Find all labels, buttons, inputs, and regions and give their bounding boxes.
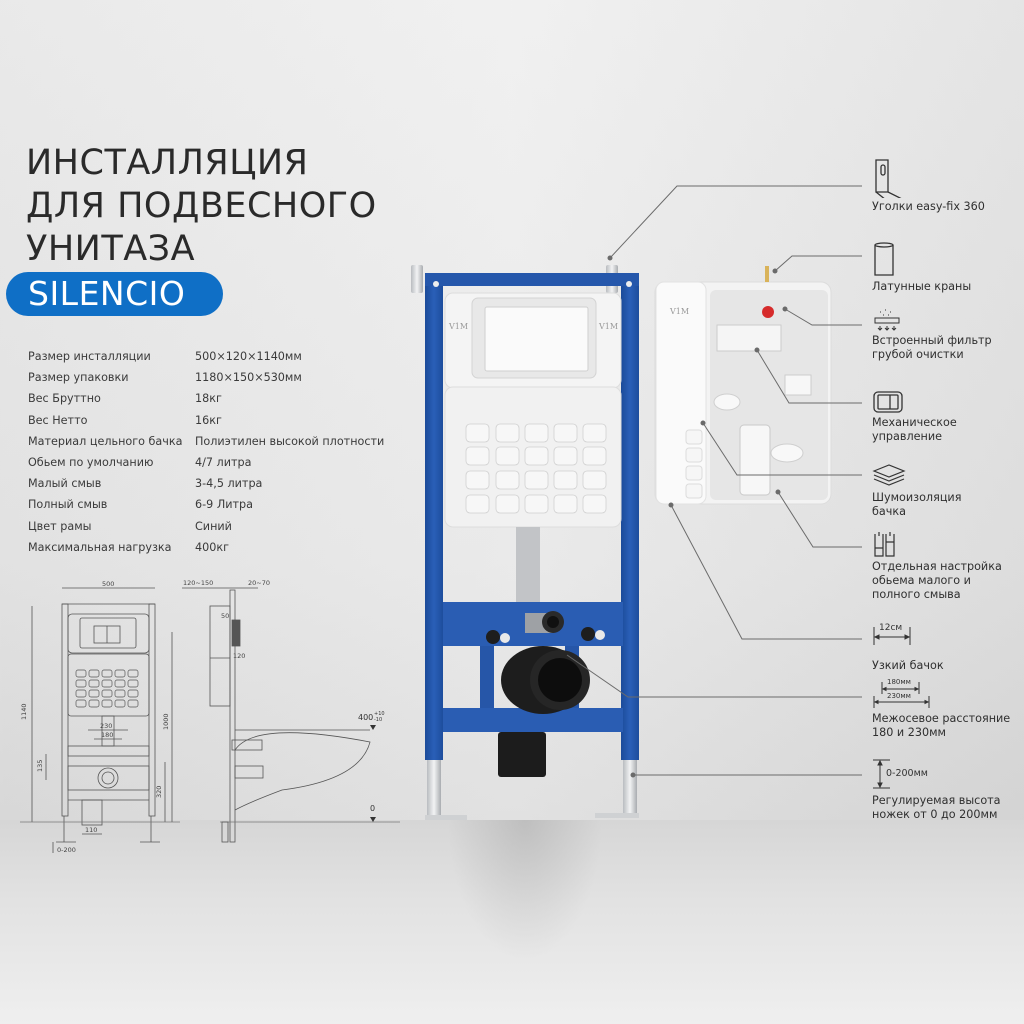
feature-narrow-tank: 12см Узкий бачок [872, 621, 1024, 673]
dim-width: 500 [102, 580, 114, 588]
title-line-1: ИНСТАЛЛЯЦИЯ [26, 143, 309, 183]
front-view: 500 1140 1000 320 135 230 [20, 580, 180, 854]
spec-value: 6-9 Литра [195, 498, 253, 512]
feature-label: Отдельная настройка обьема малого и полн… [872, 560, 1002, 601]
spec-label: Полный смыв [28, 498, 108, 512]
features-list: Уголки easy-fix 360 Латунные краны Встро… [872, 0, 1024, 1024]
spec-value: 1180×150×530мм [195, 371, 302, 385]
installation-frame: V1M V1M [411, 265, 639, 820]
cutaway-tank: V1M [654, 266, 832, 505]
model-badge: SILENCIO [6, 272, 223, 316]
spec-row: Цвет рамы Синий [28, 516, 384, 537]
dim-height-320: 320 [155, 786, 163, 798]
spec-label: Обьем по умолчанию [28, 456, 154, 470]
spec-value: 3-4,5 литра [195, 477, 263, 491]
spec-row: Материал цельного бачка Полиэтилен высоко… [28, 431, 384, 452]
level-0: 0 [370, 804, 375, 813]
spec-row: Обьем по умолчанию 4/7 литра [28, 452, 384, 473]
feature-legs: 0-200мм Регулируемая высота ножек от 0 д… [872, 758, 1024, 822]
spec-label: Цвет рамы [28, 519, 92, 533]
flush-button-icon [873, 391, 903, 413]
dim-height-1140: 1140 [20, 703, 28, 720]
dim-230: 230 [100, 722, 112, 730]
feature-label: Шумоизоляция бачка [872, 491, 962, 518]
feature-volume-adjust: Отдельная настройка обьема малого и полн… [872, 530, 1024, 602]
filter-icon [874, 309, 900, 331]
feature-label: Узкий бачок [872, 659, 944, 672]
spec-row: Максимальная нагрузка 400кг [28, 537, 384, 558]
floor-shadow [410, 820, 640, 1024]
layers-icon [872, 464, 906, 486]
spec-label: Максимальная нагрузка [28, 540, 172, 554]
dim-120: 120 [233, 652, 245, 660]
feature-label: Уголки easy-fix 360 [872, 200, 985, 213]
feature-brass-valves: Латунные краны [872, 242, 1024, 294]
brass-cylinder-icon [874, 242, 894, 276]
icon-text-180mm: 180мм [887, 678, 911, 686]
page-title: ИНСТАЛЛЯЦИЯ ДЛЯ ПОДВЕСНОГО УНИТАЗА [26, 142, 377, 271]
feature-label: Механическое управление [872, 416, 957, 443]
feature-axis-distance: 180мм 230мм Межосевое расстояние 180 и 2… [872, 678, 1024, 740]
spec-row: Вес Нетто 16кг [28, 410, 384, 431]
dim-180: 180 [101, 731, 113, 739]
dim-50: 50 [221, 612, 229, 620]
dim-0-200: 0-200 [57, 846, 76, 854]
technical-drawing: 500 1140 1000 320 135 230 [20, 579, 400, 854]
spec-row: Размер упаковки 1180×150×530мм [28, 367, 384, 388]
spec-label: Вес Нетто [28, 413, 88, 427]
spec-label: Материал цельного бачка [28, 434, 183, 448]
feature-label: Латунные краны [872, 280, 972, 293]
brand-mark-right: V1M [598, 322, 618, 331]
icon-text-12cm: 12см [879, 623, 903, 633]
icon-text-230mm: 230мм [887, 692, 911, 700]
dim-135: 135 [36, 760, 44, 772]
specs-table: Размер инсталляции 500×120×1140мм Размер … [28, 346, 384, 558]
spec-label: Малый смыв [28, 477, 102, 491]
feature-mechanical-control: Механическое управление [872, 390, 1024, 444]
spec-value: Полиэтилен высокой плотности [195, 434, 385, 448]
side-view: 120~150 20~70 50 120 400 +10 -10 0 [182, 579, 400, 843]
spec-value: 400кг [195, 540, 229, 554]
spec-value: 16кг [195, 413, 222, 427]
floor-background [0, 820, 1024, 1024]
volume-adjust-icon [874, 532, 895, 557]
dim-120-150: 120~150 [183, 579, 213, 587]
axis-distance-icon: 180мм 230мм [872, 678, 932, 710]
brand-mark-tank: V1M [669, 307, 689, 316]
spec-label: Вес Бруттно [28, 392, 101, 406]
feature-label: Регулируемая высота ножек от 0 до 200мм [872, 794, 1001, 821]
level-400: 400 [358, 713, 373, 722]
title-line-3: УНИТАЗА [26, 229, 196, 269]
width-12cm-icon: 12см [872, 621, 916, 647]
dim-20-70: 20~70 [248, 579, 270, 587]
brand-mark-left: V1M [448, 322, 468, 331]
feature-label: Межосевое расстояние 180 и 230мм [872, 712, 1011, 739]
spec-row: Малый смыв 3-4,5 литра [28, 473, 384, 494]
spec-label: Размер упаковки [28, 371, 129, 385]
feature-sound-insulation: Шумоизоляция бачка [872, 463, 1024, 519]
title-line-2: ДЛЯ ПОДВЕСНОГО [26, 186, 377, 226]
product-image: V1M V1M V1M [411, 265, 832, 820]
icon-text-0-200mm: 0-200мм [886, 768, 928, 779]
level-400-tol-plus: +10 [374, 711, 385, 717]
dim-110: 110 [85, 826, 97, 834]
spec-row: Размер инсталляции 500×120×1140мм [28, 346, 384, 367]
height-adjust-icon: 0-200мм [872, 758, 952, 790]
feature-label: Встроенный фильтр грубой очистки [872, 334, 992, 361]
spec-value: 4/7 литра [195, 456, 252, 470]
spec-row: Вес Бруттно 18кг [28, 388, 384, 409]
spec-value: Синий [195, 519, 232, 533]
level-400-tol-minus: -10 [374, 717, 382, 723]
corner-bracket-icon [875, 159, 902, 198]
feature-brackets: Уголки easy-fix 360 [872, 158, 1024, 214]
feature-filter: Встроенный фильтр грубой очистки [872, 308, 1024, 362]
dim-height-1000: 1000 [162, 713, 170, 730]
spec-value: 500×120×1140мм [195, 350, 302, 364]
spec-label: Размер инсталляции [28, 350, 151, 364]
spec-row: Полный смыв 6-9 Литра [28, 494, 384, 515]
spec-value: 18кг [195, 392, 222, 406]
